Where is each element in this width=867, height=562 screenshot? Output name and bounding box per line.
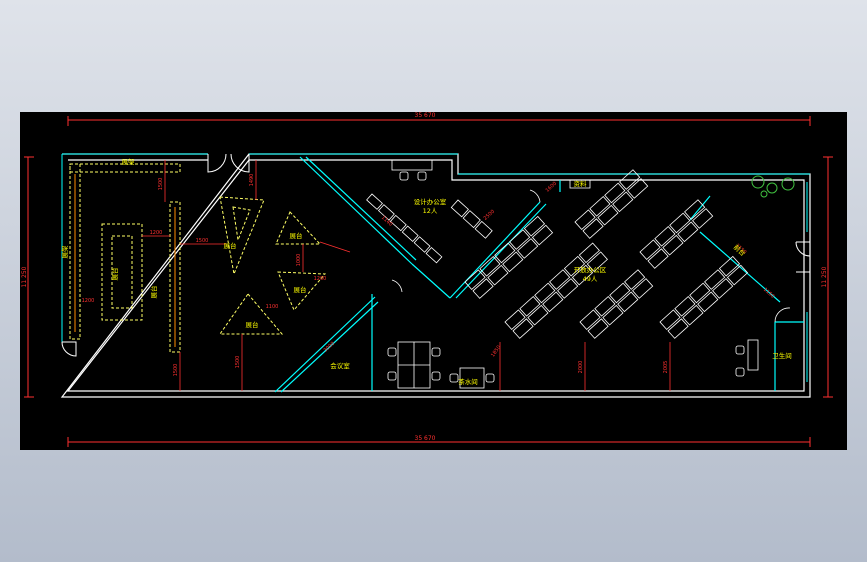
label-display-stand: 展台	[149, 286, 158, 299]
exhibit-rack-center	[169, 201, 181, 353]
plant-group	[751, 175, 795, 198]
display-stand-long	[101, 223, 143, 321]
label-design-office-capacity: 12人	[423, 207, 438, 215]
label-display-stand: 展台	[110, 268, 119, 281]
floor-plan: 35 670 35 670 11 250 11 250	[21, 112, 833, 447]
meeting-tables	[387, 339, 759, 389]
dim-label: 1200	[314, 276, 327, 282]
dim-overall-top: 35 670	[415, 112, 436, 119]
design-office-desks	[366, 159, 493, 264]
dim-label: 1850	[490, 344, 502, 358]
dim-label: 1500	[158, 178, 164, 191]
dim-label: 1600	[545, 181, 558, 194]
label-display-stand: 展台	[290, 231, 303, 240]
dim-overall-bottom: 35 670	[415, 435, 436, 442]
tea-table	[459, 367, 485, 389]
dim-label: 1200	[150, 230, 163, 236]
dim-label: 2000	[578, 361, 584, 374]
display-stand-triangle-2	[277, 271, 327, 311]
inner-wall	[66, 159, 805, 392]
dim-label: 1100	[266, 304, 279, 310]
dimension-lines	[24, 116, 833, 447]
dim-overall-left: 11 250	[21, 266, 28, 287]
label-meeting-room: 会议室	[330, 361, 350, 370]
display-stand-long-inner	[111, 235, 133, 309]
label-display-stand: 展台	[224, 241, 237, 250]
partitions	[274, 156, 804, 393]
label-display-stand: 展台	[246, 320, 259, 329]
exhibit-racks	[69, 163, 181, 353]
wall-accent	[61, 153, 810, 342]
label-design-office: 设计办公室	[414, 197, 447, 206]
dim-label: 1000	[296, 254, 302, 267]
plant-icon	[751, 175, 765, 189]
display-stand-triangle-1	[275, 211, 322, 245]
dim-label: 1500	[196, 238, 209, 244]
dim-label: 2500	[483, 209, 496, 222]
label-open-office-capacity: 49人	[583, 275, 598, 283]
cad-drawing-canvas[interactable]: 35 670 35 670 11 250 11 250	[20, 112, 847, 450]
dim-label: 2005	[663, 361, 669, 374]
outer-walls	[60, 153, 811, 398]
label-display-stand: 展台	[294, 285, 307, 294]
display-stands	[219, 196, 327, 335]
label-exhibit-rack-side: 展架	[61, 245, 69, 259]
open-office-desks	[464, 169, 749, 339]
label-wc: 卫生间	[772, 351, 792, 360]
rack-hatching	[74, 174, 176, 347]
display-stand-triangle-3	[219, 293, 284, 335]
interior-dims	[142, 160, 671, 391]
label-archive: 资料	[574, 179, 588, 188]
dim-label: 1200	[82, 298, 95, 304]
exhibit-rack-left	[69, 163, 81, 340]
dim-label: 1490	[249, 174, 255, 187]
dim-overall-right: 11 250	[821, 266, 828, 287]
label-tea-room: 茶水间	[458, 377, 478, 386]
outer-wall	[60, 153, 811, 398]
label-reception: 前台	[732, 242, 748, 257]
dim-label: 1500	[173, 364, 179, 377]
entrance-door	[61, 153, 811, 357]
dim-label: 1500	[235, 356, 241, 369]
label-exhibit-rack: 展架	[122, 158, 136, 166]
label-open-office: 开放办公区	[574, 265, 607, 274]
display-stand-trapezoid	[219, 196, 265, 276]
partition-doors	[391, 189, 791, 323]
dim-label: 1150	[762, 287, 775, 300]
